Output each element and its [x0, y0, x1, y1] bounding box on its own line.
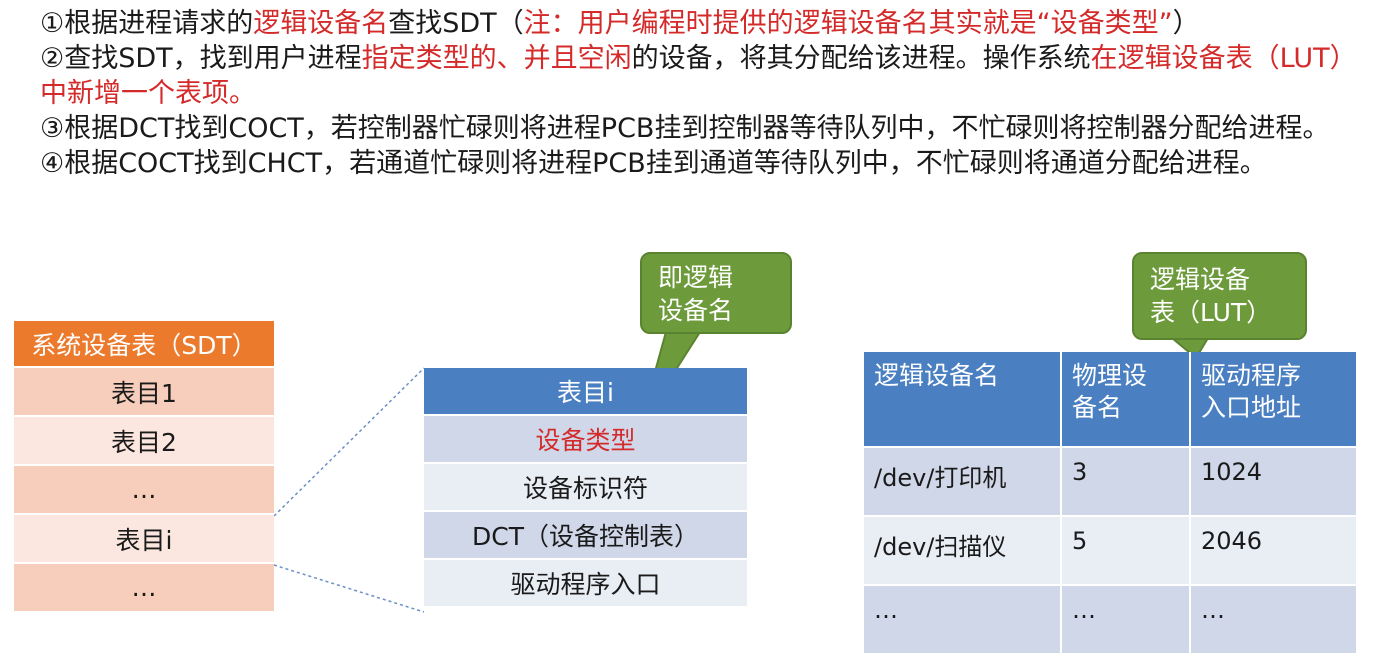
sdt-row: …: [14, 564, 274, 613]
sdt-row: 表目1: [14, 368, 274, 417]
table-row: /dev/扫描仪 5 2046: [864, 515, 1356, 585]
step-1: ①根据进程请求的逻辑设备名查找SDT（注：用户编程时提供的逻辑设备名其实就是“设…: [40, 8, 1200, 39]
lut-cell: 3: [1061, 446, 1191, 516]
sdt-header: 系统设备表（SDT）: [14, 321, 274, 368]
lut-cell: 2046: [1190, 515, 1356, 585]
sdt-row: 表目i: [14, 515, 274, 564]
lut-cell: /dev/扫描仪: [864, 515, 1062, 585]
sdt-row: 表目2: [14, 417, 274, 466]
connector-top: [273, 367, 425, 517]
lut-header-physical-name: 物理设备名: [1061, 352, 1191, 447]
table-row: … … …: [864, 584, 1356, 653]
step-2: ②查找SDT，找到用户进程指定类型的、并且空闲的设备，将其分配给该进程。操作系统…: [40, 43, 1357, 109]
lut-cell: …: [1061, 584, 1191, 653]
entry-row-dct: DCT（设备控制表）: [424, 512, 747, 560]
entry-header: 表目i: [424, 368, 747, 416]
lut-cell: …: [1190, 584, 1356, 653]
step-4: ④根据COCT找到CHCT，若通道忙碌则将进程PCB挂到通道等待队列中，不忙碌则…: [40, 148, 1267, 179]
entry-row-driver-entry: 驱动程序入口: [424, 560, 747, 608]
lut-header-driver-address: 驱动程序入口地址: [1190, 352, 1356, 447]
callout-logical-device-name: 即逻辑 设备名: [640, 252, 792, 334]
system-device-table: 系统设备表（SDT） 表目1 表目2 … 表目i …: [14, 321, 274, 613]
lut-cell: …: [864, 584, 1062, 653]
logical-unit-table: 逻辑设备名 物理设备名 驱动程序入口地址 /dev/打印机 3 1024 /de…: [864, 352, 1356, 653]
table-row: /dev/打印机 3 1024: [864, 446, 1356, 516]
entry-detail-table: 表目i 设备类型 设备标识符 DCT（设备控制表） 驱动程序入口: [424, 368, 747, 608]
lut-cell: /dev/打印机: [864, 446, 1062, 516]
sdt-row: …: [14, 466, 274, 515]
connector-bottom: [273, 564, 425, 613]
lut-cell: 5: [1061, 515, 1191, 585]
instruction-text: ①根据进程请求的逻辑设备名查找SDT（注：用户编程时提供的逻辑设备名其实就是“设…: [40, 6, 1360, 181]
callout-lut: 逻辑设备 表（LUT）: [1132, 252, 1307, 340]
entry-row-device-id: 设备标识符: [424, 464, 747, 512]
entry-row-device-type: 设备类型: [424, 416, 747, 464]
lut-cell: 1024: [1190, 446, 1356, 516]
lut-header-logical-name: 逻辑设备名: [864, 352, 1062, 447]
step-3: ③根据DCT找到COCT，若控制器忙碌则将进程PCB挂到控制器等待队列中，不忙碌…: [40, 113, 1330, 144]
